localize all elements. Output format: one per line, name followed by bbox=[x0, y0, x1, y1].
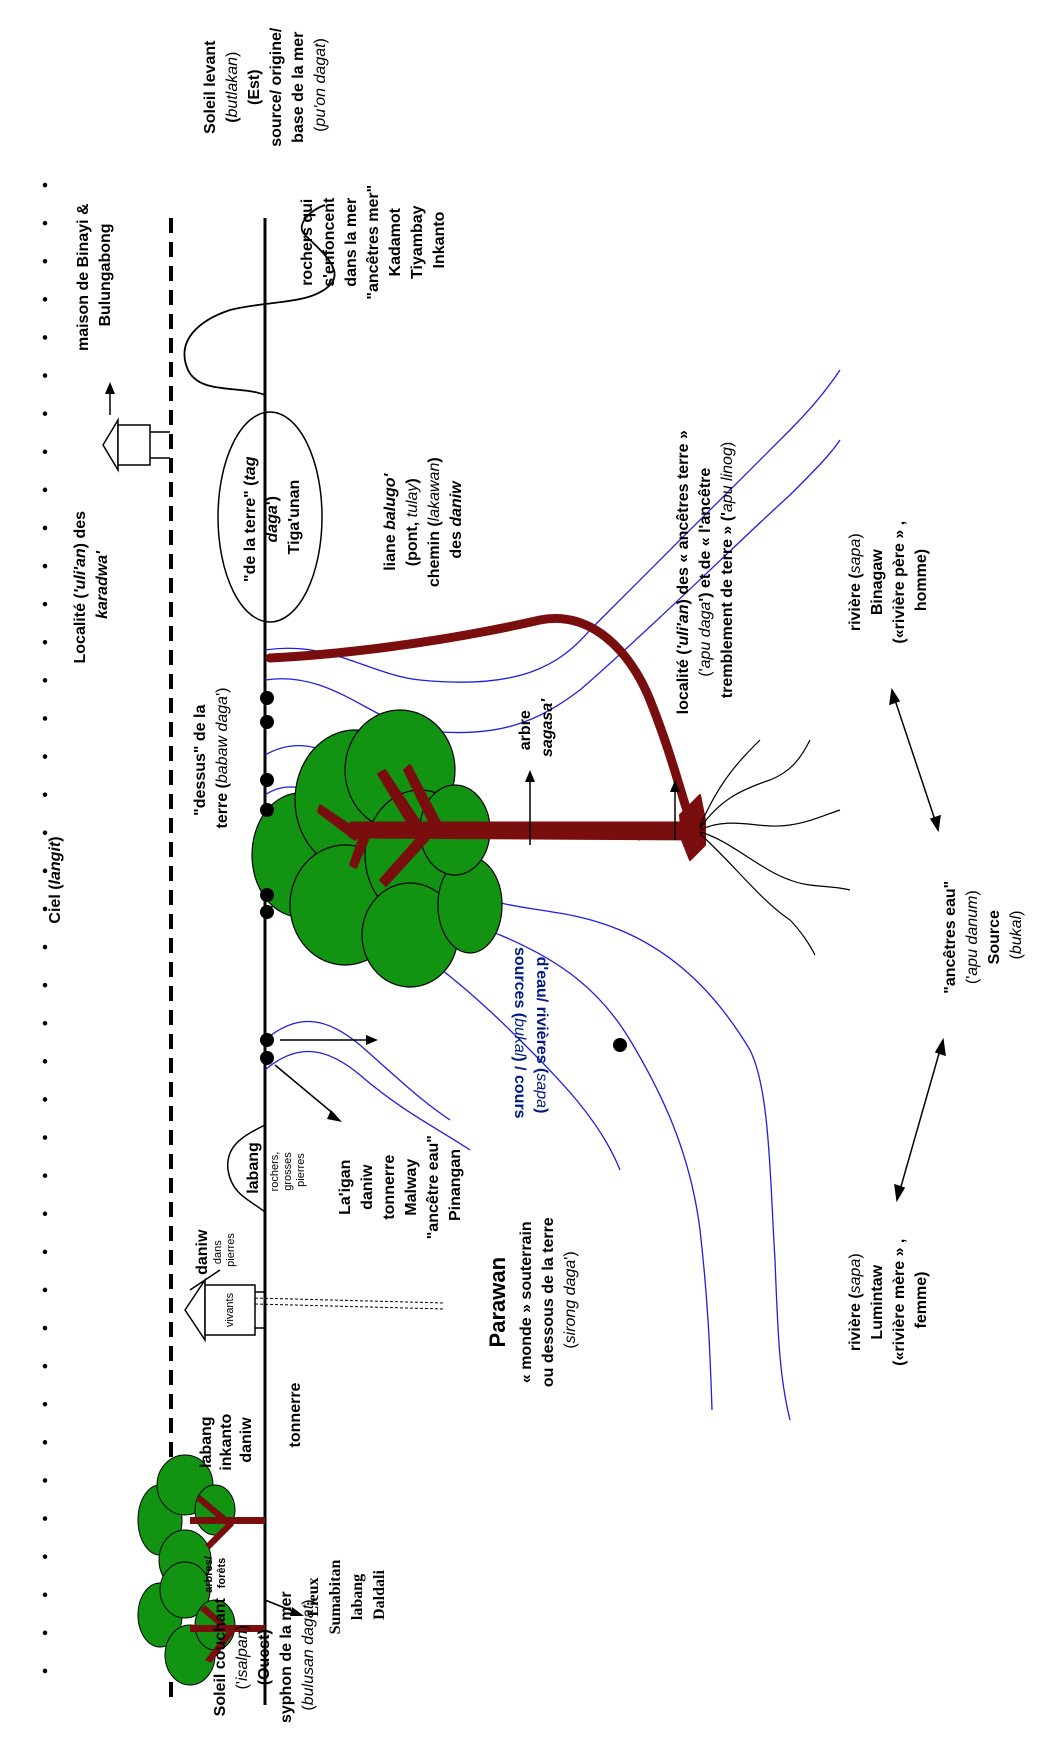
node bbox=[260, 1033, 274, 1047]
label-labang-hill: labang bbox=[245, 1142, 262, 1194]
node bbox=[260, 888, 274, 902]
label-sea-rocks: rochers qui s'enfoncent dans la mer "anc… bbox=[299, 180, 448, 299]
river-line-top-inner bbox=[265, 440, 840, 733]
sources-dot bbox=[613, 1038, 627, 1052]
label-river-binagaw: rivière (sapa) Binagaw («rivière père » … bbox=[847, 516, 930, 643]
tree-roots bbox=[700, 740, 850, 955]
label-arbre: arbre sagasa' bbox=[517, 698, 556, 757]
label-lieux: Lieux Sumabitan labang Daldali bbox=[305, 1556, 388, 1635]
river-line-e bbox=[265, 1021, 450, 1120]
river-line-top-outer bbox=[265, 370, 840, 682]
label-arbres-forets: arbres/ forêts bbox=[203, 1553, 228, 1593]
label-rocks-small: rochers, grosses pierres bbox=[269, 1149, 307, 1192]
label-sunrise: Soleil levant (butlakan) (Est) source/ o… bbox=[202, 23, 329, 147]
label-locality-earth: localité ('uli'an) des « ancêtres terre … bbox=[675, 426, 736, 715]
house-binayi-icon bbox=[103, 420, 170, 470]
ancestor-arrows bbox=[890, 690, 945, 1200]
node bbox=[260, 905, 274, 919]
label-de-la-terre: "de la terre" (tag daga') Tiga'unan bbox=[242, 452, 303, 582]
label-locality-karadwa: Localité ('uli'an) des karadwa' bbox=[72, 507, 111, 664]
label-sky: Ciel (langit) bbox=[47, 836, 64, 923]
node bbox=[260, 691, 274, 705]
label-sources: sources (bukal) / cours d'eau/ rivières … bbox=[511, 947, 550, 1123]
label-labang-inkanto: labang inkanto daniw bbox=[198, 1409, 255, 1470]
label-tonnerre: tonnerre bbox=[287, 1382, 304, 1447]
node bbox=[260, 715, 274, 729]
node bbox=[260, 803, 274, 817]
label-vivants: vivants bbox=[224, 1292, 236, 1327]
label-dessus-terre: "dessus" de la terre (babaw daga') bbox=[192, 688, 231, 829]
label-laigan: La'igan daniw tonnerre Malway "ancêtre e… bbox=[337, 1131, 464, 1240]
tree-canopy bbox=[252, 710, 502, 987]
node bbox=[260, 773, 274, 787]
label-ancetres-eau: "ancêtres eau" ('apu danum) Source (buka… bbox=[942, 876, 1025, 993]
label-parawan: Parawan « monde » souterrain ou dessous … bbox=[485, 1213, 579, 1387]
label-daniw-stones: daniw dans pierres bbox=[194, 1225, 237, 1275]
label-river-lumintaw: rivière (sapa) Lumintaw («rivière mère »… bbox=[847, 1234, 930, 1366]
label-liane: liane balugo' (pont, tulay) chemin (laka… bbox=[382, 453, 465, 587]
node bbox=[260, 1051, 274, 1065]
label-house-binayi: maison de Binayi & Bulungabong bbox=[75, 199, 114, 351]
